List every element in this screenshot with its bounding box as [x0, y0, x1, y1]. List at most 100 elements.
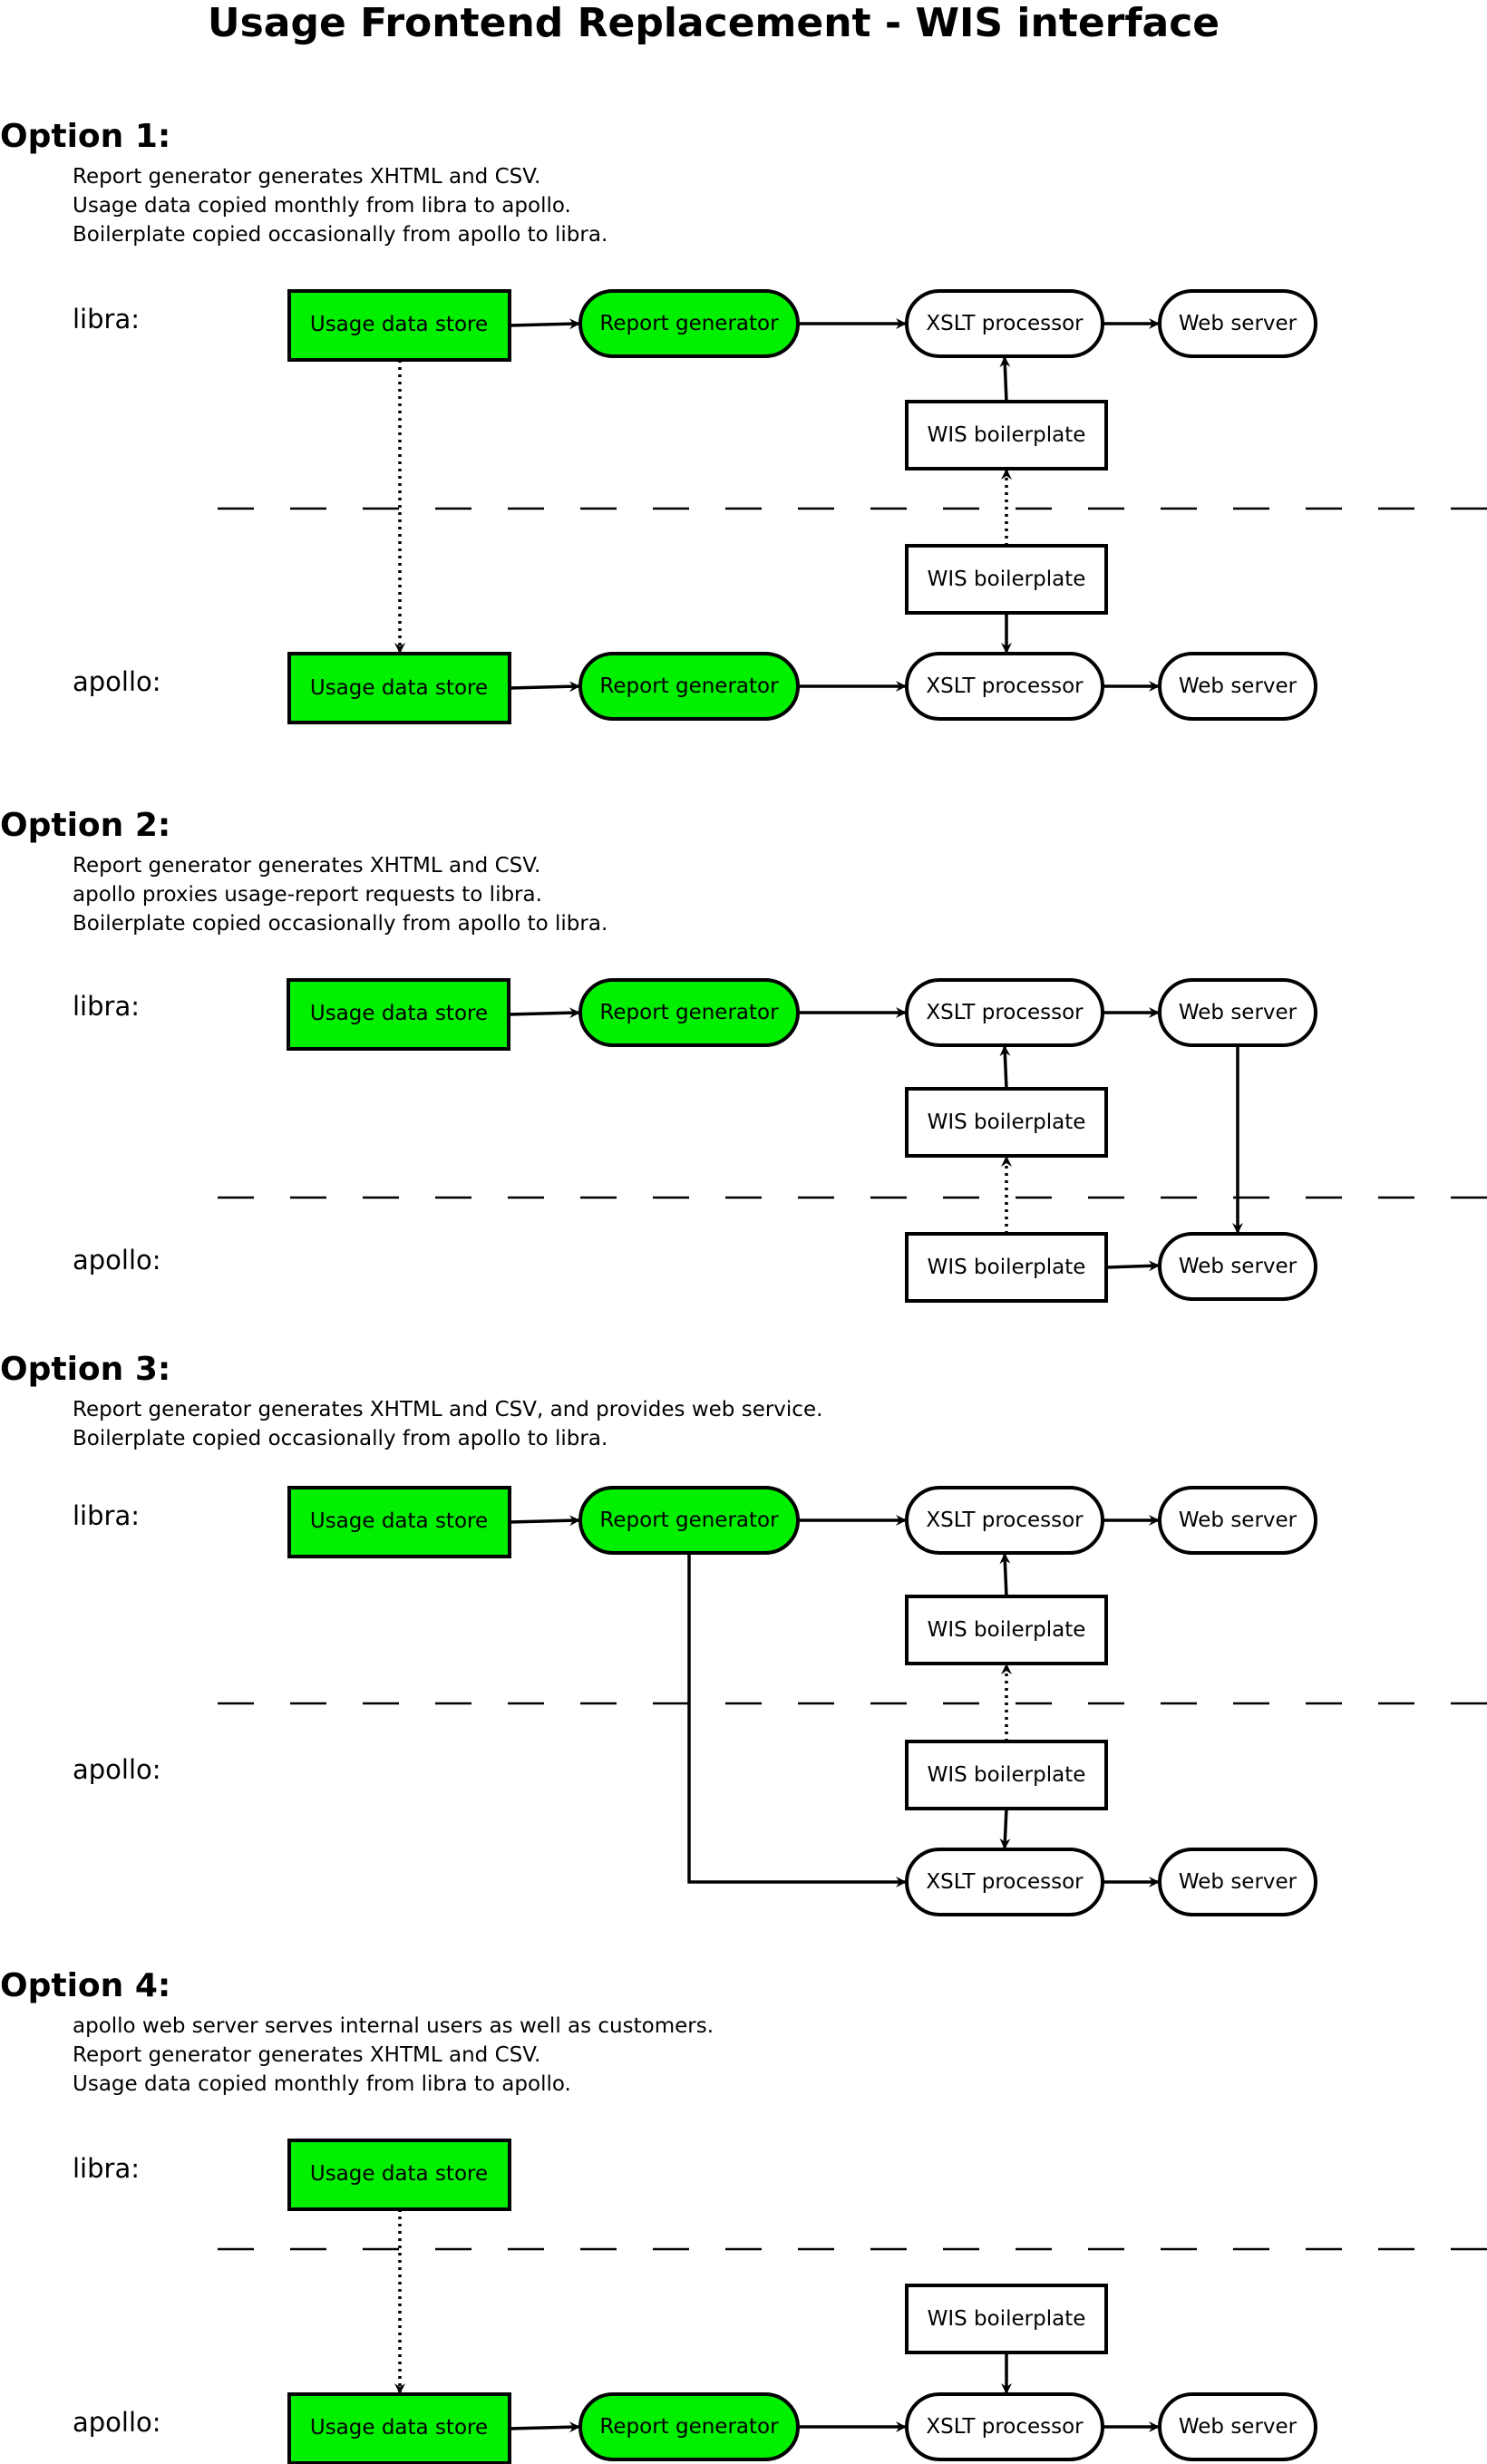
- option-1-apollo-usage-data-store: Usage data store: [287, 652, 511, 724]
- wis-boilerplate-label: WIS boilerplate: [928, 423, 1086, 447]
- arrow-store-to-generator: [508, 1007, 580, 1019]
- arrow-store-to-generator: [509, 1515, 580, 1527]
- option-3-libra-wis-boilerplate: WIS boilerplate: [905, 1595, 1108, 1665]
- option-3-apollo-label: apollo:: [73, 1754, 161, 1785]
- option-2-line-2: apollo proxies usage-report requests to …: [73, 883, 542, 907]
- arrow-boilerplate-to-web: [1105, 1260, 1160, 1272]
- option-1-libra-report-generator: Report generator: [578, 289, 800, 358]
- option-4-apollo-report-generator: Report generator: [578, 2392, 800, 2461]
- option-1-apollo-label: apollo:: [73, 666, 161, 697]
- option-2-line-3: Boilerplate copied occasionally from apo…: [73, 912, 607, 936]
- report-generator-label: Report generator: [599, 1508, 779, 1532]
- option-2-apollo-wis-boilerplate: WIS boilerplate: [905, 1232, 1108, 1303]
- option-3-libra-usage-data-store: Usage data store: [287, 1486, 511, 1558]
- option-1-libra-label: libra:: [73, 304, 140, 335]
- xslt-processor-label: XSLT processor: [926, 1508, 1084, 1532]
- option-4-apollo-web-server: Web server: [1158, 2392, 1317, 2461]
- option-3-libra-report-generator: Report generator: [578, 1486, 800, 1555]
- wis-boilerplate-label: WIS boilerplate: [928, 2307, 1086, 2331]
- option-4-line-1: apollo web server serves internal users …: [73, 2014, 714, 2038]
- wis-boilerplate-label: WIS boilerplate: [928, 1618, 1086, 1642]
- option-1-line-1: Report generator generates XHTML and CSV…: [73, 165, 540, 189]
- xslt-processor-label: XSLT processor: [926, 1870, 1084, 1894]
- option-3-line-1: Report generator generates XHTML and CSV…: [73, 1398, 822, 1421]
- option-3-libra-label: libra:: [73, 1500, 140, 1531]
- option-4-apollo-usage-data-store: Usage data store: [287, 2392, 511, 2464]
- option-3-apollo-wis-boilerplate: WIS boilerplate: [905, 1740, 1108, 1810]
- option-4-apollo-label: apollo:: [73, 2407, 161, 2438]
- option-3-heading: Option 3:: [0, 1351, 170, 1388]
- option-1-apollo-xslt-processor: XSLT processor: [905, 652, 1104, 721]
- wis-boilerplate-label: WIS boilerplate: [928, 1763, 1086, 1787]
- arrow-boilerplate-to-xslt: [999, 1553, 1011, 1597]
- report-generator-label: Report generator: [599, 674, 779, 698]
- option-1-libra-xslt-processor: XSLT processor: [905, 289, 1104, 358]
- report-generator-label: Report generator: [599, 2415, 779, 2439]
- option-2-libra-web-server: Web server: [1158, 978, 1317, 1047]
- arrow-store-to-generator: [509, 2421, 580, 2433]
- option-1-libra-wis-boilerplate: WIS boilerplate: [905, 400, 1108, 470]
- option-2-section: Option 2: Report generator generates XHT…: [0, 807, 1487, 1303]
- option-1-apollo-web-server: Web server: [1158, 652, 1317, 721]
- option-4-apollo-xslt-processor: XSLT processor: [905, 2392, 1104, 2461]
- option-2-apollo-label: apollo:: [73, 1245, 161, 1276]
- option-4-heading: Option 4:: [0, 1967, 170, 2004]
- option-2-libra-label: libra:: [73, 991, 140, 1022]
- web-server-label: Web server: [1179, 674, 1297, 698]
- report-generator-label: Report generator: [599, 1001, 779, 1024]
- option-2-libra-wis-boilerplate: WIS boilerplate: [905, 1087, 1108, 1158]
- option-4-libra-usage-data-store: Usage data store: [287, 2139, 511, 2211]
- option-4-line-3: Usage data copied monthly from libra to …: [73, 2072, 571, 2096]
- web-server-label: Web server: [1179, 1001, 1297, 1024]
- usage-data-store-label: Usage data store: [310, 313, 488, 336]
- web-server-label: Web server: [1179, 1255, 1297, 1278]
- usage-data-store-label: Usage data store: [310, 676, 488, 700]
- option-4-line-2: Report generator generates XHTML and CSV…: [73, 2043, 540, 2067]
- option-2-apollo-web-server: Web server: [1158, 1232, 1317, 1301]
- option-2-libra-report-generator: Report generator: [578, 978, 800, 1047]
- option-4-libra-label: libra:: [73, 2153, 140, 2184]
- web-server-label: Web server: [1179, 312, 1297, 335]
- option-1-apollo-report-generator: Report generator: [578, 652, 800, 721]
- usage-data-store-label: Usage data store: [310, 2416, 488, 2440]
- usage-data-store-label: Usage data store: [310, 2162, 488, 2186]
- option-1-line-2: Usage data copied monthly from libra to …: [73, 194, 571, 218]
- xslt-processor-label: XSLT processor: [926, 674, 1084, 698]
- xslt-processor-label: XSLT processor: [926, 1001, 1084, 1024]
- option-1-libra-web-server: Web server: [1158, 289, 1317, 358]
- option-3-libra-xslt-processor: XSLT processor: [905, 1486, 1104, 1555]
- option-4-apollo-wis-boilerplate: WIS boilerplate: [905, 2284, 1108, 2354]
- option-3-section: Option 3: Report generator generates XHT…: [0, 1351, 1487, 1916]
- option-2-heading: Option 2:: [0, 807, 170, 844]
- usage-data-store-label: Usage data store: [310, 1002, 488, 1025]
- report-generator-label: Report generator: [599, 312, 779, 335]
- wis-boilerplate-label: WIS boilerplate: [928, 1111, 1086, 1134]
- arrow-boilerplate-to-xslt: [999, 356, 1011, 403]
- arrow-store-to-generator: [509, 318, 580, 330]
- option-1-section: Option 1: Report generator generates XHT…: [0, 118, 1487, 724]
- web-server-label: Web server: [1179, 1870, 1297, 1894]
- option-1-line-3: Boilerplate copied occasionally from apo…: [73, 223, 607, 247]
- option-2-libra-xslt-processor: XSLT processor: [905, 978, 1104, 1047]
- wis-boilerplate-label: WIS boilerplate: [928, 567, 1086, 591]
- option-3-libra-web-server: Web server: [1158, 1486, 1317, 1555]
- web-server-label: Web server: [1179, 2415, 1297, 2439]
- arrow-boilerplate-to-xslt: [999, 1808, 1011, 1849]
- wis-boilerplate-label: WIS boilerplate: [928, 1256, 1086, 1279]
- option-4-section: Option 4: apollo web server serves inter…: [0, 1967, 1487, 2464]
- xslt-processor-label: XSLT processor: [926, 312, 1084, 335]
- option-2-libra-usage-data-store: Usage data store: [287, 978, 510, 1051]
- option-2-line-1: Report generator generates XHTML and CSV…: [73, 854, 540, 878]
- option-3-apollo-web-server: Web server: [1158, 1848, 1317, 1916]
- web-server-label: Web server: [1179, 1508, 1297, 1532]
- option-1-heading: Option 1:: [0, 118, 170, 155]
- usage-data-store-label: Usage data store: [310, 1509, 488, 1533]
- option-3-line-2: Boilerplate copied occasionally from apo…: [73, 1427, 607, 1450]
- page-title: Usage Frontend Replacement - WIS interfa…: [208, 0, 1220, 46]
- xslt-processor-label: XSLT processor: [926, 2415, 1084, 2439]
- option-1-libra-usage-data-store: Usage data store: [287, 289, 511, 362]
- arrow-boilerplate-to-xslt: [999, 1045, 1011, 1090]
- arrow-store-to-generator: [509, 681, 580, 693]
- arrow-web-service-to-xslt: [687, 1553, 907, 1887]
